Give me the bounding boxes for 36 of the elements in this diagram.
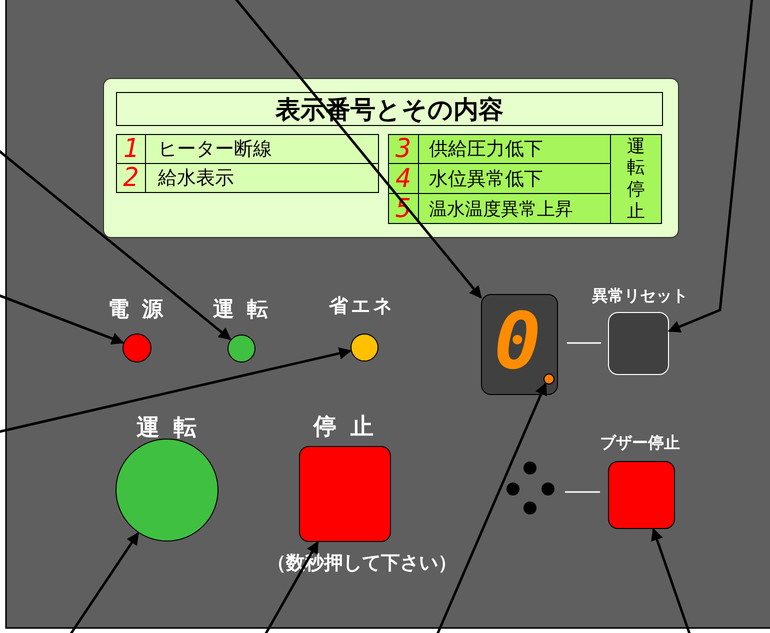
table-cell: 1 bbox=[116, 134, 146, 164]
leader-line bbox=[234, 0, 482, 299]
leader-line bbox=[436, 382, 547, 633]
table-cell: 供給圧力低下 bbox=[418, 134, 611, 164]
control-label: 運 転 bbox=[136, 414, 200, 443]
reset-button bbox=[608, 312, 669, 375]
control-label: 電 源 bbox=[108, 296, 166, 323]
control-label: ブザー停止 bbox=[600, 433, 680, 454]
table-cell: 4 bbox=[388, 163, 419, 194]
leader-line bbox=[264, 540, 319, 633]
control-label: 停 止 bbox=[314, 413, 376, 442]
dot-lamp bbox=[543, 373, 555, 385]
stop-button bbox=[299, 446, 391, 542]
leader-line bbox=[668, 0, 754, 332]
table-cell: 運転停止 bbox=[610, 134, 662, 224]
table-cell: 2 bbox=[116, 163, 146, 193]
leader-line bbox=[651, 528, 692, 633]
table-cell: 温水温度異常上昇 bbox=[418, 193, 611, 224]
table-cell: 3 bbox=[388, 134, 419, 164]
leader-line bbox=[68, 532, 140, 633]
control-label: 異常リセット bbox=[592, 286, 688, 307]
indicator-lamp bbox=[122, 333, 152, 363]
control-label: 省エネ bbox=[329, 294, 395, 319]
control-label: 運 転 bbox=[212, 296, 272, 323]
table-cell: ヒーター断線 bbox=[145, 134, 379, 164]
run-button bbox=[115, 438, 219, 542]
table-cell: 水位異常低下 bbox=[418, 163, 611, 194]
table-cell: 給水表示 bbox=[145, 163, 379, 193]
buzzer-stop-button bbox=[608, 461, 675, 529]
leader-line bbox=[0, 347, 352, 434]
digit-readout: 0 bbox=[494, 297, 541, 387]
leader-line bbox=[0, 149, 232, 340]
indicator-lamp bbox=[227, 334, 256, 363]
digit-display bbox=[481, 294, 558, 395]
indicator-lamp bbox=[350, 333, 379, 362]
leader-line bbox=[0, 294, 124, 345]
